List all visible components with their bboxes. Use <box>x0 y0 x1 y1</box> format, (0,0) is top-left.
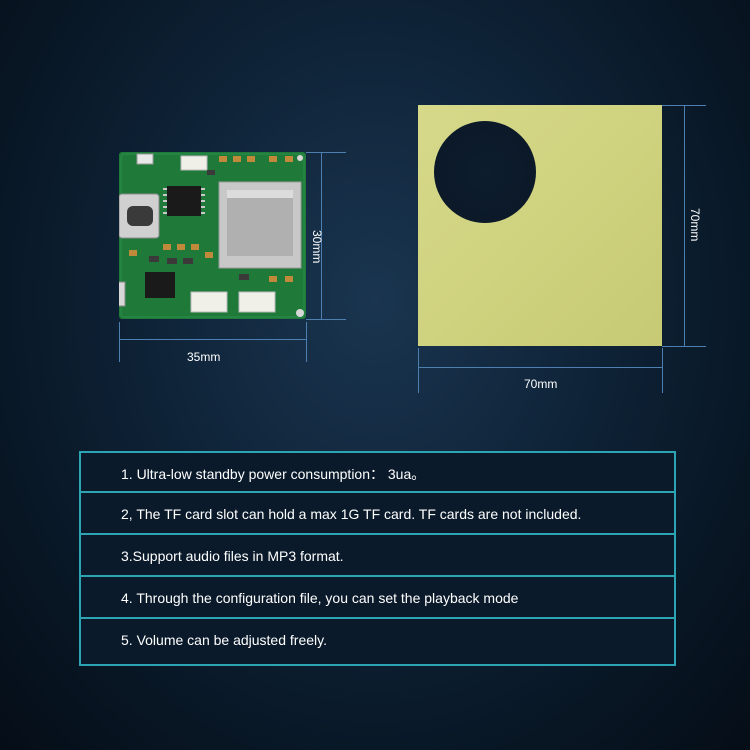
mp3-module-pcb <box>119 152 306 319</box>
feature-item: 2, The TF card slot can hold a max 1G TF… <box>81 495 674 535</box>
pad-width-tick-left <box>418 348 419 393</box>
speaker-connector-bottom-right <box>238 291 276 313</box>
module-width-line <box>119 339 306 340</box>
adhesive-pad <box>418 105 662 346</box>
module-height-line <box>321 152 322 319</box>
module-width-label: 35mm <box>187 350 221 364</box>
pad-width-label: 70mm <box>524 377 558 391</box>
speaker-connector-bottom-left <box>190 291 228 313</box>
module-width-tick-right <box>306 322 307 362</box>
feature-text: 1. Ultra-low standby power consumption： … <box>121 466 426 482</box>
chip-main <box>167 186 201 216</box>
pad-height-line <box>684 105 685 346</box>
feature-text: 5. Volume can be adjusted freely. <box>121 632 327 648</box>
pad-width-tick-right <box>662 348 663 393</box>
feature-list: 1. Ultra-low standby power consumption： … <box>79 451 676 666</box>
feature-text: 2, The TF card slot can hold a max 1G TF… <box>121 506 582 522</box>
feature-item: 1. Ultra-low standby power consumption： … <box>81 453 674 493</box>
speaker-connector-top <box>180 155 208 171</box>
feature-item: 5. Volume can be adjusted freely. <box>81 621 674 661</box>
feature-item: 3.Support audio files in MP3 format. <box>81 537 674 577</box>
push-button <box>136 153 154 165</box>
pad-width-line <box>418 367 662 368</box>
module-height-label: 30mm <box>310 230 324 264</box>
pad-hole <box>434 121 536 223</box>
pad-height-label: 70mm <box>688 208 702 242</box>
chip-amplifier <box>145 272 175 298</box>
feature-item: 4. Through the configuration file, you c… <box>81 579 674 619</box>
module-width-tick-left <box>119 322 120 362</box>
feature-text: 3.Support audio files in MP3 format. <box>121 548 344 564</box>
module-height-tick-top <box>306 152 346 153</box>
slide-switch <box>119 281 126 307</box>
pad-height-tick-bottom <box>662 346 706 347</box>
feature-text: 4. Through the configuration file, you c… <box>121 590 519 606</box>
module-height-tick-bottom <box>306 319 346 320</box>
pad-height-tick-top <box>662 105 706 106</box>
